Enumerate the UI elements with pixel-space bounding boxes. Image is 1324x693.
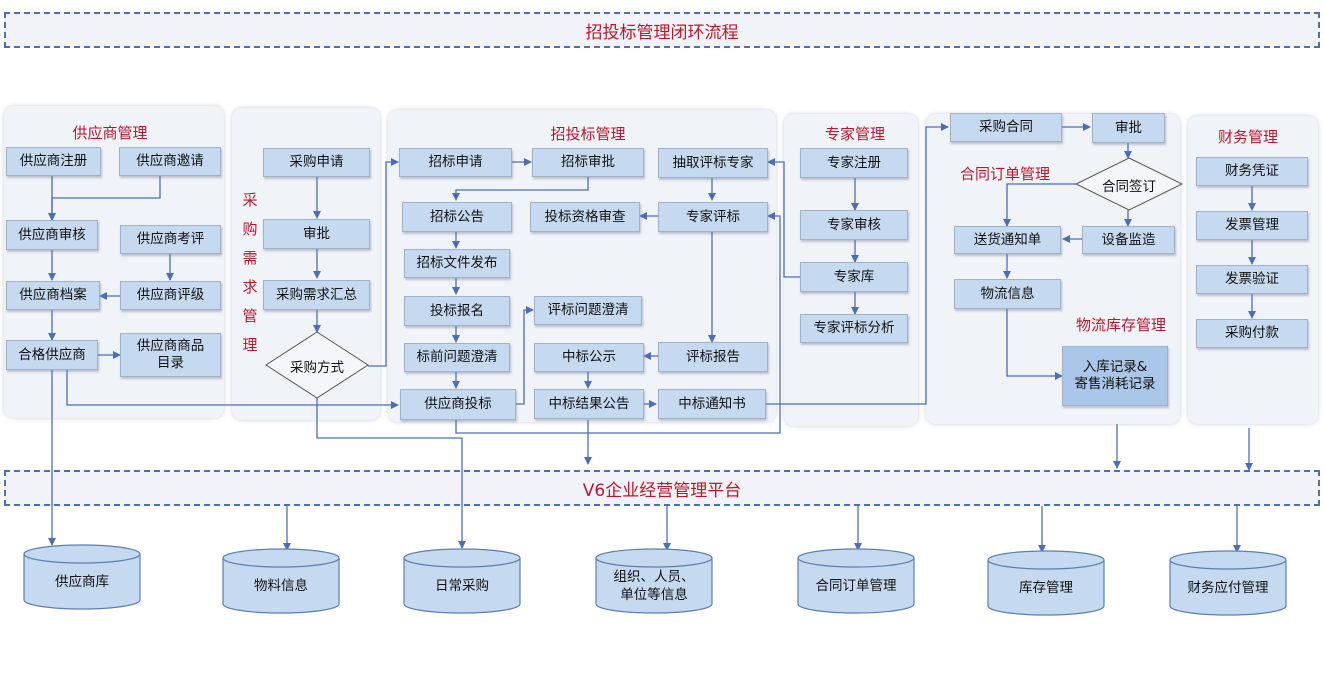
expert-register-box[interactable]: 专家注册 [800, 148, 908, 178]
supplier-archive-box[interactable]: 供应商档案 [6, 281, 100, 310]
platform-title: V6企业经营管理平台 [582, 480, 742, 501]
logistics-section-title: 物流库存管理 [1075, 316, 1166, 334]
evaluation-clarification-box[interactable]: 评标问题澄清 [534, 296, 642, 325]
db-cylinder [987, 550, 1105, 616]
tender-notice-box[interactable]: 招标公告 [402, 202, 512, 232]
award-notice-box[interactable]: 中标通知书 [658, 389, 766, 419]
expert-pool-box[interactable]: 专家库 [800, 262, 908, 292]
db-cylinder [1169, 550, 1287, 616]
award-result-box[interactable]: 中标结果公告 [534, 389, 644, 419]
db-supplier-label: 供应商库 [55, 574, 109, 590]
purchase-contract-box[interactable]: 采购合同 [950, 113, 1062, 142]
supplier-invite-box[interactable]: 供应商邀请 [119, 147, 221, 176]
finance-section-title: 财务管理 [1217, 128, 1278, 146]
db-cylinder [797, 548, 915, 614]
invoice-verification-box[interactable]: 发票验证 [1196, 265, 1308, 294]
award-publicity-box[interactable]: 中标公示 [534, 343, 644, 372]
bid-registration-box[interactable]: 投标报名 [404, 296, 510, 326]
expert-evaluation-box[interactable]: 专家评标 [658, 202, 768, 232]
supplier-register-box[interactable]: 供应商注册 [6, 147, 101, 176]
demand-summary-box[interactable]: 采购需求汇总 [263, 280, 370, 310]
db-cylinder [23, 544, 141, 610]
purchase-request-box[interactable]: 采购申请 [263, 148, 370, 177]
logistics-info-box[interactable]: 物流信息 [954, 279, 1061, 309]
contract-signing-label[interactable]: 合同签订 [1102, 179, 1156, 195]
bid-qualification-box[interactable]: 投标资格审查 [530, 202, 640, 232]
procurement-title-char: 采 [242, 191, 258, 209]
db-organization-label: 组织、人员、 单位等信息 [613, 569, 695, 603]
supplier-bidding-box[interactable]: 供应商投标 [400, 389, 516, 420]
qualified-supplier-box[interactable]: 合格供应商 [6, 340, 98, 370]
equipment-supervision-box[interactable]: 设备监造 [1082, 226, 1175, 254]
expert-section-title: 专家管理 [824, 125, 885, 143]
invoice-management-box[interactable]: 发票管理 [1196, 211, 1308, 240]
tender-approval-box[interactable]: 招标审批 [532, 148, 644, 177]
db-material-label: 物料信息 [254, 578, 308, 594]
procurement-title-char: 管 [242, 307, 258, 325]
db-cylinder [595, 548, 713, 614]
contract-signing-diamond [1074, 157, 1184, 211]
purchase-payment-box[interactable]: 采购付款 [1196, 319, 1308, 348]
procurement-approval-box[interactable]: 审批 [263, 219, 370, 249]
bidding-section-title: 招投标管理 [550, 125, 626, 143]
page-title: 招投标管理闭环流程 [585, 22, 739, 43]
platform-banner: V6企业经营管理平台 [4, 470, 1320, 506]
procurement-section-title: 采 购 需 求 管 理 [240, 186, 260, 360]
supplier-section-title: 供应商管理 [72, 124, 148, 142]
page-title-banner: 招投标管理闭环流程 [4, 12, 1320, 48]
procurement-title-char: 理 [242, 336, 258, 354]
procurement-title-char: 购 [242, 220, 258, 238]
expert-audit-box[interactable]: 专家审核 [800, 210, 908, 240]
procurement-method-diamond [265, 331, 369, 399]
db-cylinder [403, 548, 521, 614]
expert-analysis-box[interactable]: 专家评标分析 [800, 314, 908, 343]
db-contract-order-label: 合同订单管理 [815, 578, 897, 594]
db-daily-purchase-label: 日常采购 [435, 578, 489, 594]
supplier-evaluation-box[interactable]: 供应商考评 [120, 225, 221, 254]
procurement-method-label[interactable]: 采购方式 [290, 360, 344, 376]
tender-request-box[interactable]: 招标申请 [399, 148, 512, 177]
db-inventory-label: 库存管理 [1019, 580, 1073, 596]
contract-section-title: 合同订单管理 [959, 165, 1050, 183]
supplier-catalog-box[interactable]: 供应商商品 目录 [120, 333, 221, 377]
db-cylinder [222, 548, 340, 614]
procurement-title-char: 求 [242, 278, 258, 296]
evaluation-report-box[interactable]: 评标报告 [658, 342, 768, 372]
finance-voucher-box[interactable]: 财务凭证 [1196, 157, 1308, 186]
extract-experts-box[interactable]: 抽取评标专家 [658, 148, 768, 178]
delivery-notice-box[interactable]: 送货通知单 [954, 226, 1061, 254]
supplier-audit-box[interactable]: 供应商审核 [6, 220, 98, 250]
procurement-title-char: 需 [242, 249, 258, 267]
pre-bid-clarification-box[interactable]: 标前问题澄清 [404, 343, 510, 372]
supplier-rating-box[interactable]: 供应商评级 [120, 281, 221, 310]
db-finance-payable-label: 财务应付管理 [1187, 580, 1269, 596]
tender-docs-box[interactable]: 招标文件发布 [404, 249, 510, 278]
storage-record-box[interactable]: 入库记录& 寄售消耗记录 [1062, 346, 1168, 406]
contract-approval-box[interactable]: 审批 [1092, 113, 1165, 143]
